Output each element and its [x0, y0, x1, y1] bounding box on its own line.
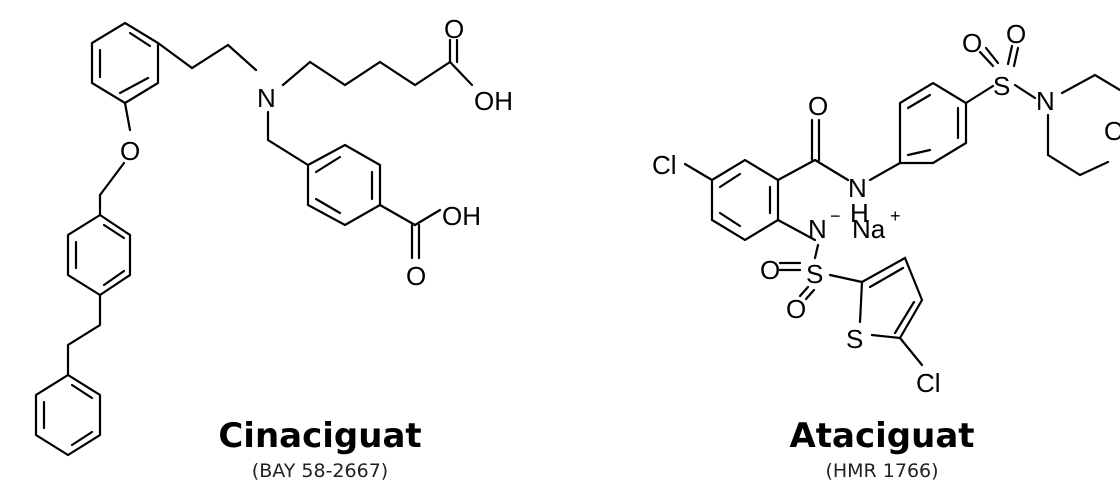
ataciguat-sulfonyl-o1: O: [760, 255, 780, 285]
ataciguat-plus-charge: +: [890, 206, 901, 226]
ataciguat-anionic-n: N: [808, 214, 827, 244]
ataciguat-amide-n: N: [848, 173, 867, 203]
cinaciguat-top-benzene-ring: [90, 21, 160, 105]
cinaciguat-ethyl-linker: [156, 41, 258, 72]
cinaciguat-ether-o: O: [120, 136, 140, 166]
cinaciguat-lower-ethyl-linker: [66, 293, 102, 377]
ataciguat-minus-charge: −: [830, 206, 841, 226]
cinaciguat-carbonyl-o1: O: [444, 14, 464, 44]
ataciguat-top-o2: O: [1006, 19, 1026, 49]
ataciguat-morpholine-ring: [1060, 73, 1120, 95]
ataciguat-sulfonyl-o2: O: [786, 294, 806, 324]
ataciguat-amide-h: H: [850, 198, 869, 228]
ataciguat-morpholine-n: N: [1036, 86, 1055, 116]
cinaciguat-hydroxyl-1: OH: [474, 86, 513, 116]
ataciguat-chloro-2: Cl: [916, 368, 941, 398]
ataciguat-structure: Cl O N H S O O: [652, 19, 1120, 482]
ataciguat-chlorobenzene-ring: [710, 158, 780, 242]
cinaciguat-amine-n: N: [257, 83, 276, 113]
cinaciguat-carbonyl-o2: O: [406, 261, 426, 291]
cinaciguat-hydroxyl-2: OH: [442, 201, 481, 231]
ataciguat-sulfonyl-s: S: [806, 259, 823, 289]
ataciguat-chloro-1: Cl: [652, 150, 677, 180]
ataciguat-morpholine-o: O: [1104, 116, 1120, 146]
ataciguat-thiophene-s: S: [846, 324, 863, 354]
ataciguat-thiophene-ring: [858, 256, 924, 340]
ataciguat-top-o1: O: [962, 28, 982, 58]
ataciguat-code: (HMR 1766): [825, 460, 938, 482]
cinaciguat-benzyl-linker: [266, 110, 310, 167]
ataciguat-name: Ataciguat: [789, 416, 974, 456]
cinaciguat-code: (BAY 58-2667): [252, 460, 388, 482]
cinaciguat-structure: N O OH OH O O: [34, 14, 513, 482]
ataciguat-top-sulfonyl-s: S: [993, 71, 1010, 101]
ataciguat-phenyl-ring: [898, 81, 968, 165]
ataciguat-sodium: Na: [852, 214, 886, 244]
cinaciguat-middle-benzene-ring: [66, 213, 132, 297]
cinaciguat-name: Cinaciguat: [218, 416, 421, 456]
cinaciguat-pentanoic-chain: [281, 60, 452, 87]
cinaciguat-bottom-phenyl-ring: [34, 373, 102, 457]
cinaciguat-benzoic-ring: [306, 143, 382, 227]
ataciguat-amide-o: O: [808, 91, 828, 121]
